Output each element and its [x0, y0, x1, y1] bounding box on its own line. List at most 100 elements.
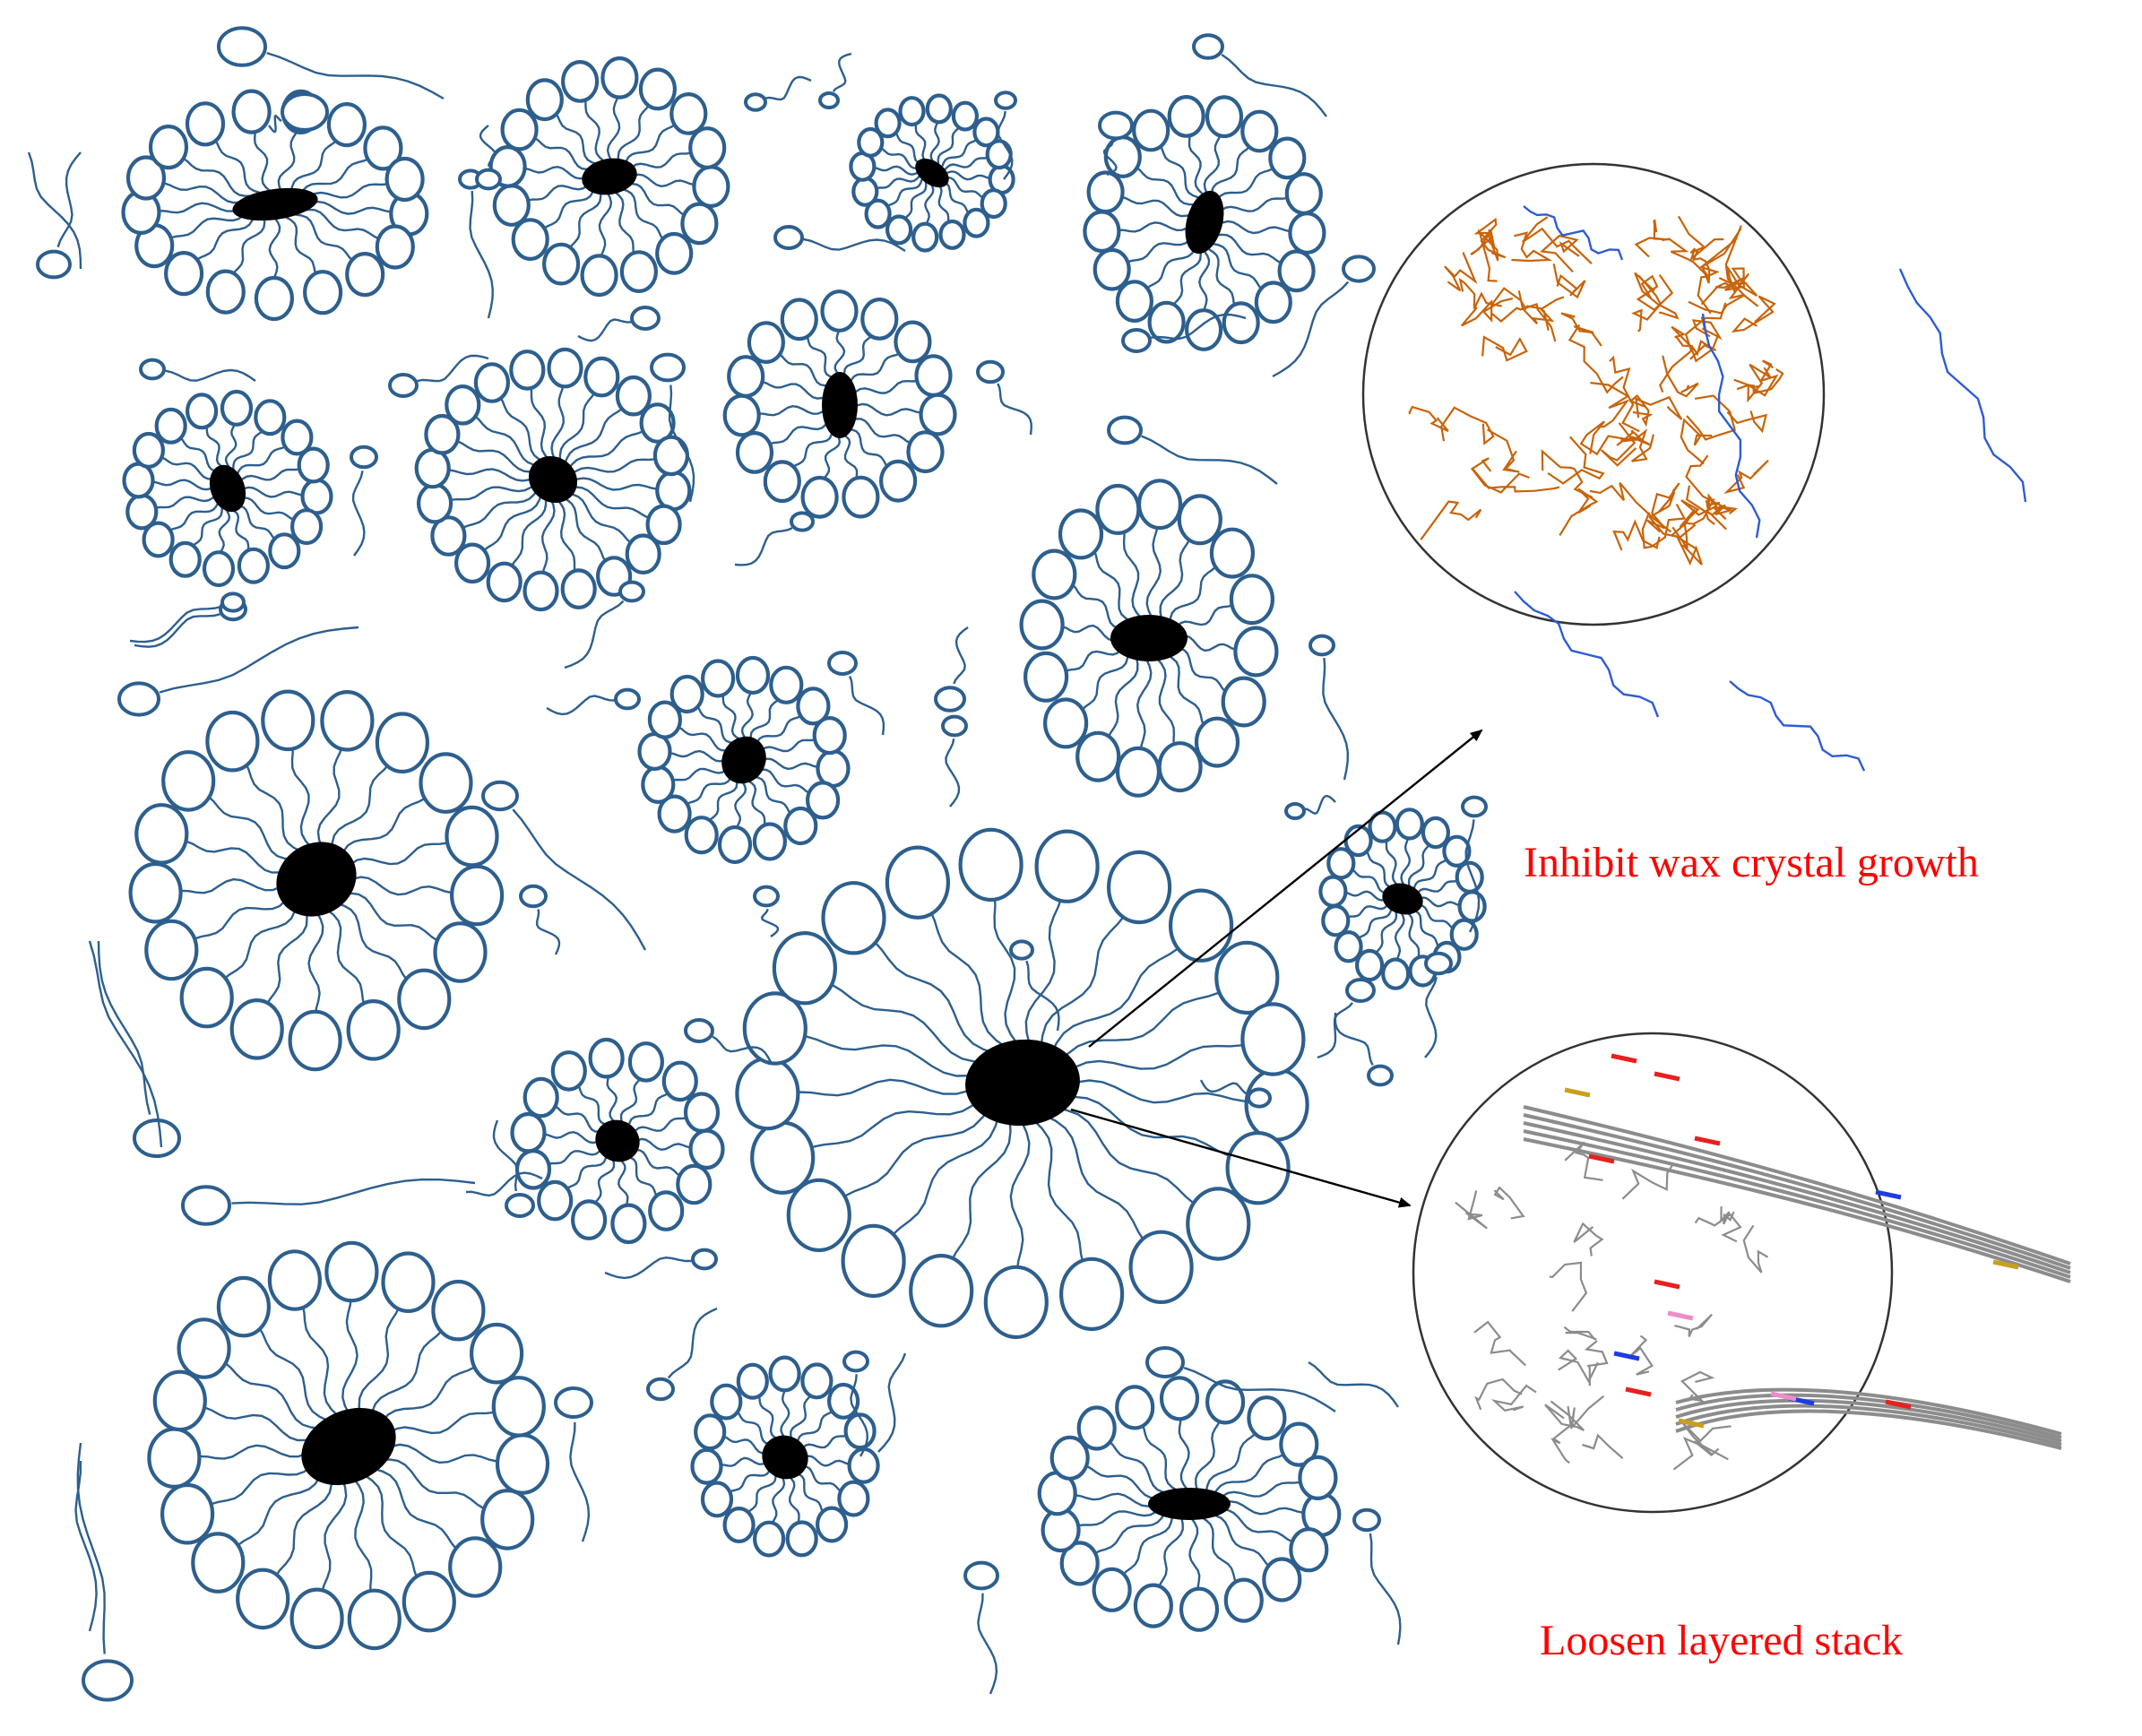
surfactant-tail	[627, 1092, 669, 1128]
zoom-layer	[1361, 162, 2071, 1514]
bond-strand	[1662, 355, 1699, 398]
surfactant-head	[161, 750, 216, 812]
bond-strand	[1473, 1320, 1527, 1367]
surfactant-head	[1225, 1130, 1291, 1205]
surfactant-head	[1214, 940, 1280, 1015]
surfactant-tail	[566, 491, 633, 545]
surfactant-tail	[1394, 911, 1405, 962]
surfactant-tail	[1122, 529, 1143, 619]
surfactant-head	[906, 430, 945, 474]
free-surfactant	[577, 306, 661, 342]
surfactant-head	[324, 1240, 379, 1303]
surfactant-head	[639, 402, 676, 444]
surfactant-tail	[169, 209, 249, 239]
surfactant-tail	[152, 479, 217, 491]
free-surfactant	[1107, 415, 1278, 485]
surfactant-head	[909, 1253, 974, 1328]
surfactant-head	[205, 710, 260, 773]
surfactant-tail	[1061, 1044, 1244, 1076]
surfactant-tail	[544, 1130, 603, 1144]
surfactant-tail	[757, 738, 816, 755]
arrow-to-wax-zoom	[1088, 729, 1483, 1048]
surfactant-head	[125, 493, 159, 531]
surfactant-tail	[598, 192, 613, 259]
surfactant-tail	[1108, 1440, 1170, 1495]
surfactant-head	[783, 806, 818, 846]
bond-strand	[1474, 1378, 1523, 1411]
surfactant-tail	[529, 385, 550, 461]
surfactant-head	[1098, 110, 1134, 141]
surfactant-tail	[1136, 658, 1153, 752]
surfactant-tail	[277, 129, 298, 192]
aromatic-sheet	[1675, 1409, 2062, 1450]
bond-strand	[1680, 418, 1713, 465]
surfactant-head	[1107, 415, 1143, 445]
surfactant-head	[375, 712, 429, 774]
bond-strand	[1691, 239, 1736, 284]
surfactant-head	[885, 214, 913, 246]
bond-strand	[1677, 215, 1724, 262]
bond-strand	[1563, 1326, 1597, 1341]
surfactant-head	[669, 674, 704, 714]
aromatic-sheet	[1675, 1398, 2062, 1443]
bond-strand	[1723, 459, 1769, 495]
bond-strand	[1544, 1400, 1585, 1431]
surfactant-head	[570, 1199, 608, 1240]
surfactant-tail	[238, 468, 300, 483]
surfactant-tail	[1322, 658, 1350, 781]
surfactant-tail	[253, 129, 271, 192]
bond-strand	[1671, 526, 1703, 566]
surfactant-tail	[749, 697, 781, 741]
hydrocarbon-chain	[1701, 313, 1761, 539]
surfactant-head	[414, 447, 451, 489]
surfactant-tail	[935, 182, 950, 224]
reverse-micelle	[1318, 808, 1487, 990]
surfactant-tail	[1344, 890, 1389, 902]
surfactant-head	[1352, 1507, 1381, 1533]
heteroatom-bond	[1875, 1189, 1902, 1200]
surfactant-tail	[268, 114, 282, 134]
surfactant-tail	[1334, 1012, 1374, 1066]
surfactant-tail	[799, 1465, 842, 1493]
surfactant-tail	[194, 893, 292, 940]
surfactant-head	[281, 92, 329, 132]
surfactant-tail	[788, 1475, 800, 1525]
bond-strand	[1683, 498, 1715, 548]
surfactant-head	[1086, 170, 1125, 214]
surfactant-tail	[1053, 1106, 1196, 1205]
surfactant-tail	[1049, 946, 1180, 1056]
surfactant-tail	[1040, 913, 1127, 1049]
surfactant-tail	[295, 213, 354, 263]
wax-crystal-zoom	[1361, 162, 2027, 772]
surfactant-tail	[1024, 895, 1063, 1045]
bond-strand	[1472, 468, 1560, 493]
micelle-core	[915, 158, 949, 188]
surfactant-tail	[583, 97, 605, 162]
surfactant-head	[700, 1481, 734, 1518]
heteroatom-bond	[1770, 1391, 1797, 1402]
surfactant-tail	[798, 1078, 983, 1097]
surfactant-tail	[796, 1410, 833, 1445]
surfactant-tail	[758, 757, 818, 771]
surfactant-tail	[848, 352, 901, 386]
surfactant-tail	[448, 468, 536, 482]
surfactant-head	[164, 251, 204, 297]
surfactant-tail	[298, 158, 369, 197]
surfactant-tail	[769, 419, 830, 445]
surfactant-head	[1092, 1567, 1132, 1612]
asphaltene-stack-zoom	[1412, 1032, 2071, 1514]
free-surfactant	[773, 225, 906, 253]
surfactant-tail	[1169, 565, 1217, 626]
surfactant-tail	[628, 173, 695, 188]
surfactant-head	[486, 561, 523, 603]
surfactant-tail	[473, 414, 540, 468]
surfactant-head	[509, 350, 546, 391]
bond-strand	[1440, 406, 1495, 445]
free-surfactant	[268, 92, 329, 134]
surfactant-tail	[736, 1410, 773, 1446]
free-surfactant	[564, 580, 645, 669]
surfactant-head	[550, 1050, 587, 1092]
surfactant-tail	[213, 138, 260, 194]
surfactant-tail	[626, 151, 692, 173]
surfactant-head	[786, 1178, 851, 1253]
